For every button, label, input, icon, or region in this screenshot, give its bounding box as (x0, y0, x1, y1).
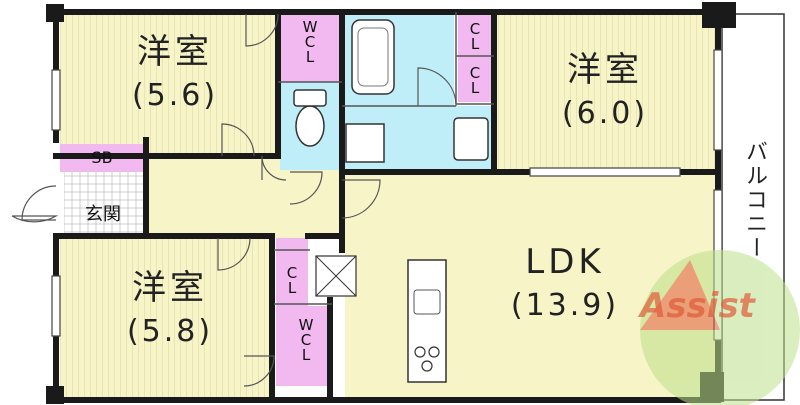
fridge-cross (315, 255, 357, 297)
stove-burner (414, 346, 426, 358)
cl-closet-1 (458, 14, 492, 58)
ldk-size: (13.9) (510, 288, 620, 323)
western-room-ne-label: 洋室 (6.0) (530, 48, 680, 136)
wcl-top-label: W C L (302, 18, 318, 66)
cl-3-label: C L (286, 264, 298, 297)
watermark-logo (640, 250, 800, 405)
wcl-bottom-closet (276, 306, 330, 386)
bathtub (351, 19, 395, 95)
wcl-bottom-label: W C L (298, 316, 314, 364)
cl-closet-3 (276, 252, 308, 306)
sb-label: SB (91, 148, 113, 167)
wall-column-nw (46, 4, 64, 22)
toilet (295, 105, 325, 147)
western-room-sw-name: 洋室 (132, 268, 208, 308)
western-room-ne (495, 14, 715, 172)
bathtub-inner (357, 27, 389, 87)
wall-thin-lines (274, 12, 494, 305)
door-swings (11, 13, 457, 387)
western-room-nw (60, 14, 278, 156)
western-room-ne-size: (6.0) (561, 96, 649, 131)
hallway (145, 158, 345, 238)
stove-burner (421, 360, 433, 372)
ldk-name: LDK (525, 242, 605, 282)
western-room-sw-size: (5.8) (126, 314, 214, 349)
cl-closet-2 (458, 58, 492, 102)
cl-2-label: C L (469, 64, 481, 97)
ldk-label: LDK (13.9) (480, 240, 650, 328)
watermark-text: Assist (640, 286, 755, 326)
washbasin (453, 117, 489, 161)
entrance-label: 玄関 (85, 204, 121, 225)
balcony-label: バルコニー (742, 140, 767, 260)
washing-machine (345, 123, 385, 163)
wcl-top-closet (280, 14, 340, 82)
stove-burner (428, 346, 440, 358)
western-room-nw-size: (5.6) (131, 78, 219, 113)
pantry (276, 238, 308, 252)
western-room-sw-label: 洋室 (5.8) (100, 266, 240, 354)
entrance-floor (64, 172, 144, 234)
wall-column-ne (702, 2, 736, 28)
toilet-tank (293, 89, 327, 107)
kitchen-counter (407, 259, 447, 383)
cl-1-label: C L (469, 20, 481, 53)
western-room-nw-label: 洋室 (5.6) (110, 30, 240, 118)
wall-column-sw (46, 386, 64, 404)
western-room-ne-name: 洋室 (567, 50, 643, 90)
sink (413, 289, 441, 315)
western-room-nw-name: 洋室 (137, 32, 213, 72)
